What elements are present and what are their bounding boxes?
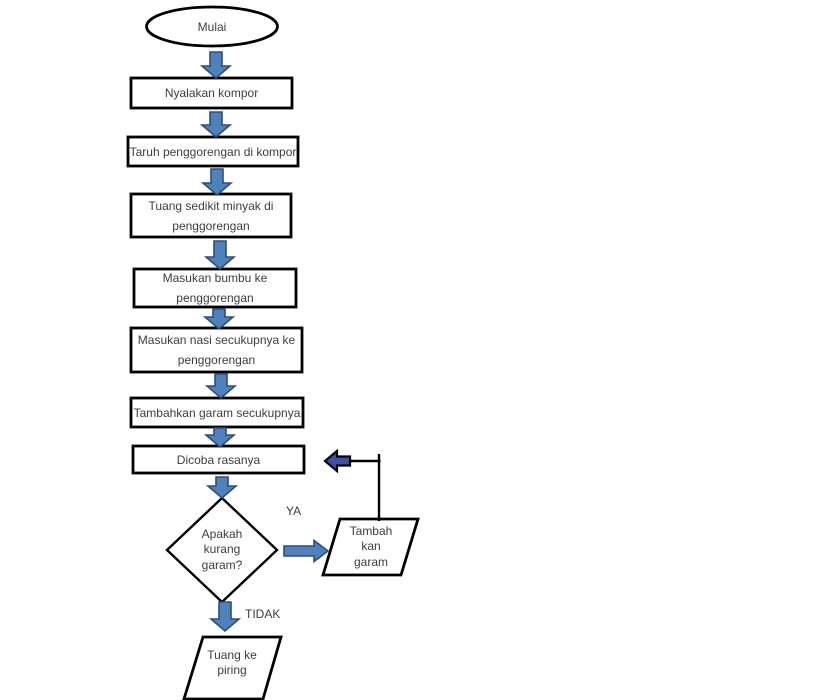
feedback-arrow-left-icon <box>323 448 352 474</box>
io-parallelogram-add-salt <box>321 517 420 577</box>
process-box-step5 <box>129 326 304 374</box>
process-label-step1: Nyalakan kompor <box>164 86 259 100</box>
process-box-step2 <box>126 135 300 168</box>
process-box-step4 <box>132 267 298 309</box>
decision-label: Apakah kurang garam? <box>201 526 243 572</box>
branch-label-yes: YA <box>286 504 302 518</box>
start-terminator-shape <box>145 5 279 48</box>
flow-arrow-step5-step6 <box>204 373 238 400</box>
flow-arrow-step1-step2 <box>199 111 233 139</box>
flow-arrow-step6-step7 <box>203 427 237 449</box>
io-label-add-salt: Tambah kan garam <box>349 523 393 569</box>
flow-arrow-decision-add-salt <box>283 538 330 564</box>
process-box-step3 <box>129 192 293 239</box>
process-label-step3: Tuang sedikit minyak di penggorengan <box>148 198 274 233</box>
flow-arrow-step2-step3 <box>200 168 234 197</box>
process-label-step7: Dicoba rasanya <box>176 452 261 467</box>
flow-arrow-step3-step4 <box>203 240 237 271</box>
process-label-step6: Tambahkan garam secukupnya <box>133 405 301 420</box>
flow-arrow-start-step1 <box>199 51 233 80</box>
flow-arrow-step4-step5 <box>202 308 236 331</box>
process-label-step4: Masukan bumbu ke penggorengan <box>162 271 268 305</box>
flow-arrow-decision-serve <box>208 601 242 633</box>
branch-label-no: TIDAK <box>245 607 281 621</box>
feedback-connector-line <box>348 454 381 521</box>
process-box-step7 <box>131 444 306 475</box>
process-label-step5: Masukan nasi secukupnya ke penggorengan <box>137 333 296 367</box>
process-label-step2: Taruh penggorengan di kompor <box>129 144 297 159</box>
io-label-serve: Tuang ke piring <box>207 647 257 678</box>
process-box-step1 <box>129 76 294 110</box>
start-terminator-label: Mulai <box>197 19 227 34</box>
process-box-step6 <box>129 396 305 429</box>
flow-arrow-step7-decision <box>205 476 239 500</box>
io-parallelogram-serve <box>182 635 283 700</box>
